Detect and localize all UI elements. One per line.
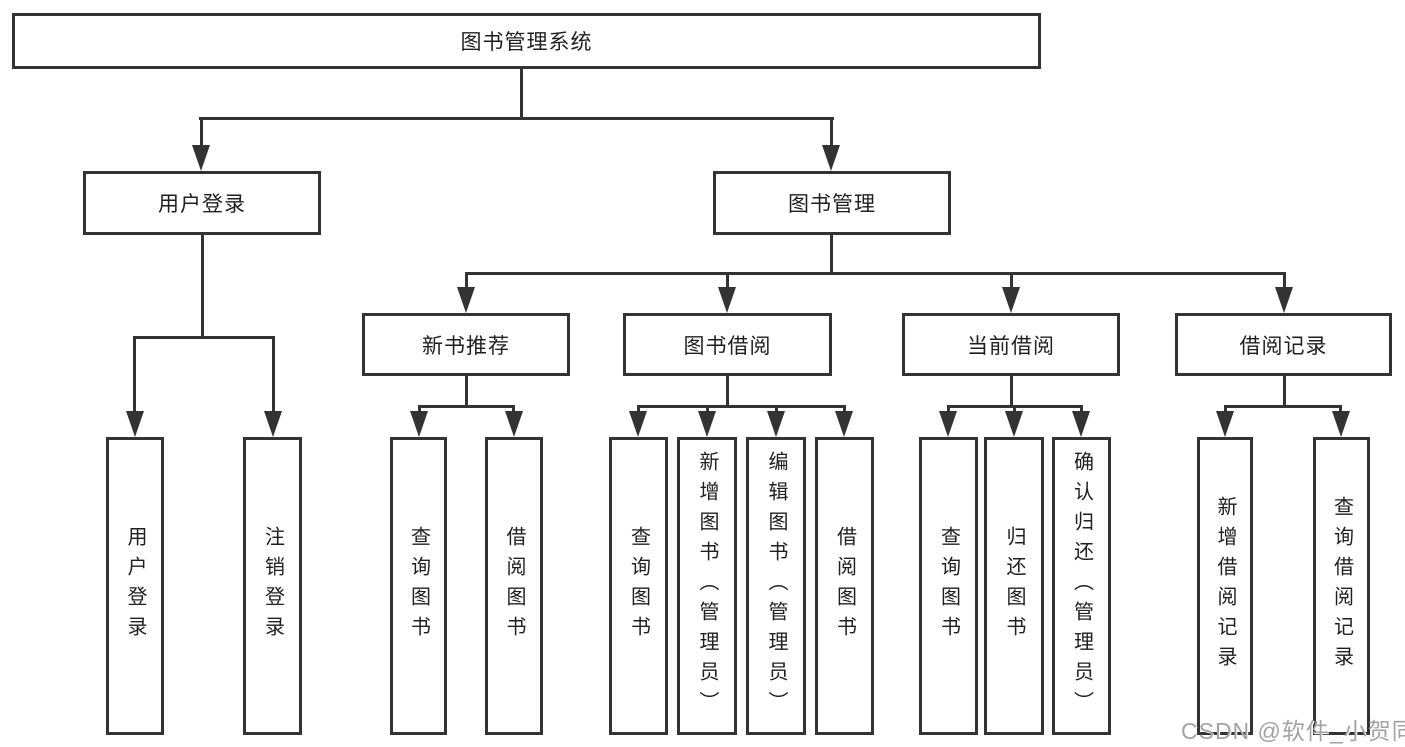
leaf-label: 借阅图书	[833, 526, 856, 646]
leaf-confirm-return-admin: 确认归还（管理员）	[1052, 437, 1111, 735]
connector-line	[1010, 272, 1013, 287]
leaf-label: 查询图书	[407, 526, 430, 646]
leaf-label: 借阅图书	[503, 526, 525, 646]
arrowhead-icon	[1005, 411, 1023, 437]
node-library-system: 图书管理系统	[12, 13, 1041, 69]
leaf-logout: 注销登录	[243, 437, 302, 735]
connector-line	[1224, 405, 1342, 408]
connector-line	[830, 235, 833, 272]
arrowhead-icon	[457, 287, 475, 313]
node-label: 借阅记录	[1239, 334, 1328, 358]
arrowhead-icon	[718, 287, 736, 313]
node-label: 图书管理	[788, 193, 876, 216]
connector-line	[637, 405, 845, 408]
leaf-return-books: 归还图书	[984, 437, 1044, 735]
connector-line	[1224, 405, 1227, 413]
node-current-borrow: 当前借阅	[902, 313, 1120, 376]
arrowhead-icon	[1332, 411, 1350, 437]
leaf-query-books-current: 查询图书	[919, 437, 978, 735]
arrowhead-icon	[192, 145, 210, 171]
connector-line	[726, 272, 729, 287]
leaf-query-books-recommend: 查询图书	[390, 437, 447, 735]
connector-line	[465, 272, 1285, 275]
connector-line	[512, 405, 515, 413]
leaf-label: 编辑图书（管理员）	[765, 451, 787, 721]
arrowhead-icon	[1216, 411, 1234, 437]
connector-line	[520, 68, 523, 118]
connector-line	[830, 117, 833, 145]
leaf-add-borrow-record: 新增借阅记录	[1197, 437, 1253, 735]
connector-line	[465, 272, 468, 287]
connector-line	[775, 405, 778, 413]
leaf-add-books-admin: 新增图书（管理员）	[677, 437, 737, 735]
connector-line	[947, 405, 950, 413]
leaf-label: 新增借阅记录	[1214, 496, 1236, 676]
connector-line	[199, 117, 834, 120]
arrowhead-icon	[410, 411, 428, 437]
node-label: 当前借阅	[967, 334, 1055, 358]
leaf-borrow-books-recommend: 借阅图书	[485, 437, 543, 735]
leaf-label: 新增图书（管理员）	[696, 451, 718, 721]
connector-line	[1013, 405, 1016, 413]
arrowhead-icon	[1002, 287, 1020, 313]
node-user-login: 用户登录	[83, 171, 321, 235]
arrowhead-icon	[505, 411, 523, 437]
connector-line	[726, 376, 729, 405]
node-label: 图书管理系统	[460, 31, 593, 54]
leaf-edit-books-admin: 编辑图书（管理员）	[746, 437, 806, 735]
arrowhead-icon	[939, 411, 957, 437]
leaf-label: 查询图书	[937, 526, 960, 646]
leaf-label: 用户登录	[124, 526, 146, 646]
leaf-query-books-borrow: 查询图书	[609, 437, 668, 735]
leaf-label: 查询图书	[627, 526, 650, 646]
node-label: 图书借阅	[683, 334, 772, 358]
leaf-label: 确认归还（管理员）	[1070, 451, 1093, 721]
arrowhead-icon	[264, 411, 282, 437]
connector-line	[418, 405, 515, 408]
arrowhead-icon	[767, 411, 785, 437]
connector-line	[133, 336, 275, 339]
connector-line	[706, 405, 709, 413]
connector-line	[1080, 405, 1083, 413]
leaf-user-login: 用户登录	[106, 437, 164, 735]
arrowhead-icon	[698, 411, 716, 437]
node-label: 用户登录	[158, 193, 246, 216]
connector-line	[272, 336, 275, 411]
node-book-management: 图书管理	[713, 171, 951, 235]
node-label: 新书推荐	[422, 334, 510, 358]
node-new-book-recommend: 新书推荐	[362, 313, 570, 376]
node-book-borrow: 图书借阅	[623, 313, 832, 376]
arrowhead-icon	[126, 411, 144, 437]
arrowhead-icon	[1275, 287, 1293, 313]
arrowhead-icon	[629, 411, 647, 437]
connector-line	[133, 336, 136, 411]
arrowhead-icon	[1072, 411, 1090, 437]
arrowhead-icon	[835, 411, 853, 437]
connector-line	[1283, 272, 1286, 287]
connector-line	[1339, 405, 1342, 413]
connector-line	[418, 405, 421, 413]
leaf-label: 归还图书	[1003, 526, 1025, 646]
connector-line	[1283, 376, 1286, 405]
connector-line	[465, 376, 468, 405]
leaf-query-borrow-record: 查询借阅记录	[1313, 437, 1370, 735]
connector-line	[200, 117, 203, 145]
node-borrow-records: 借阅记录	[1175, 313, 1392, 376]
arrowhead-icon	[822, 145, 840, 171]
csdn-watermark: CSDN @软件_小贺同学	[1181, 718, 1405, 744]
connector-line	[637, 405, 640, 413]
leaf-label: 查询借阅记录	[1330, 496, 1353, 676]
connector-line	[843, 405, 846, 413]
connector-line	[201, 235, 204, 336]
leaf-label: 注销登录	[261, 526, 284, 646]
connector-line	[1010, 376, 1013, 405]
leaf-borrow-books: 借阅图书	[815, 437, 874, 735]
